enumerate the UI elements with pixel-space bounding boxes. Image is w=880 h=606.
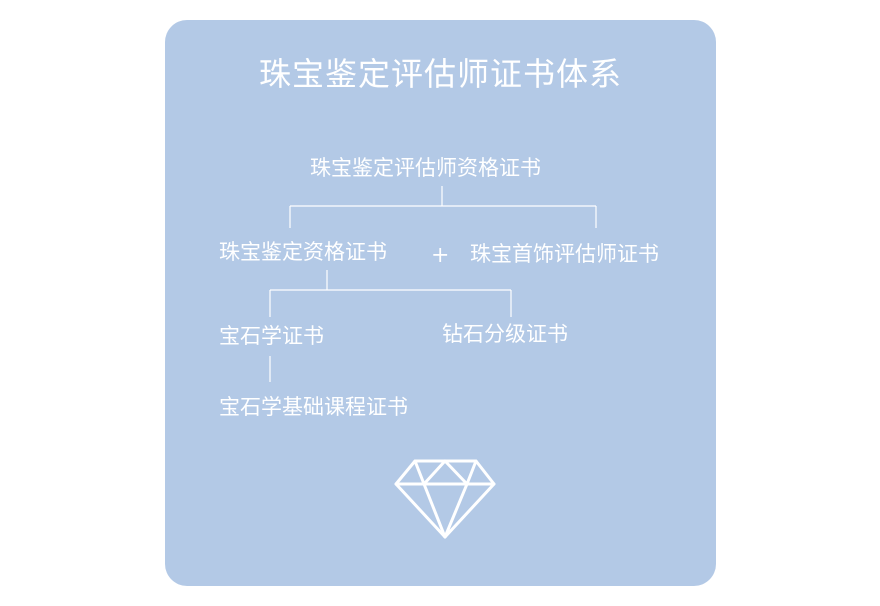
certificate-system-card: 珠宝鉴定评估师证书体系 珠宝鉴定评估师资格证书 珠宝鉴定资格证书 + 珠宝首饰 — [165, 20, 716, 586]
connector-lines — [269, 186, 597, 539]
node-gemology-foundation-certificate: 宝石学基础课程证书 — [219, 395, 408, 419]
node-jewelry-valuer-certificate: 珠宝首饰评估师证书 — [470, 242, 659, 266]
plus-sign: + — [431, 243, 450, 268]
node-root: 珠宝鉴定评估师资格证书 — [310, 156, 541, 180]
node-diamond-grading-certificate: 钻石分级证书 — [442, 322, 568, 346]
page-title: 珠宝鉴定评估师证书体系 — [258, 55, 622, 93]
diamond-icon — [394, 459, 496, 539]
node-jewelry-appraisal-qualification: 珠宝鉴定资格证书 — [219, 240, 387, 264]
node-gemology-certificate: 宝石学证书 — [219, 324, 324, 348]
